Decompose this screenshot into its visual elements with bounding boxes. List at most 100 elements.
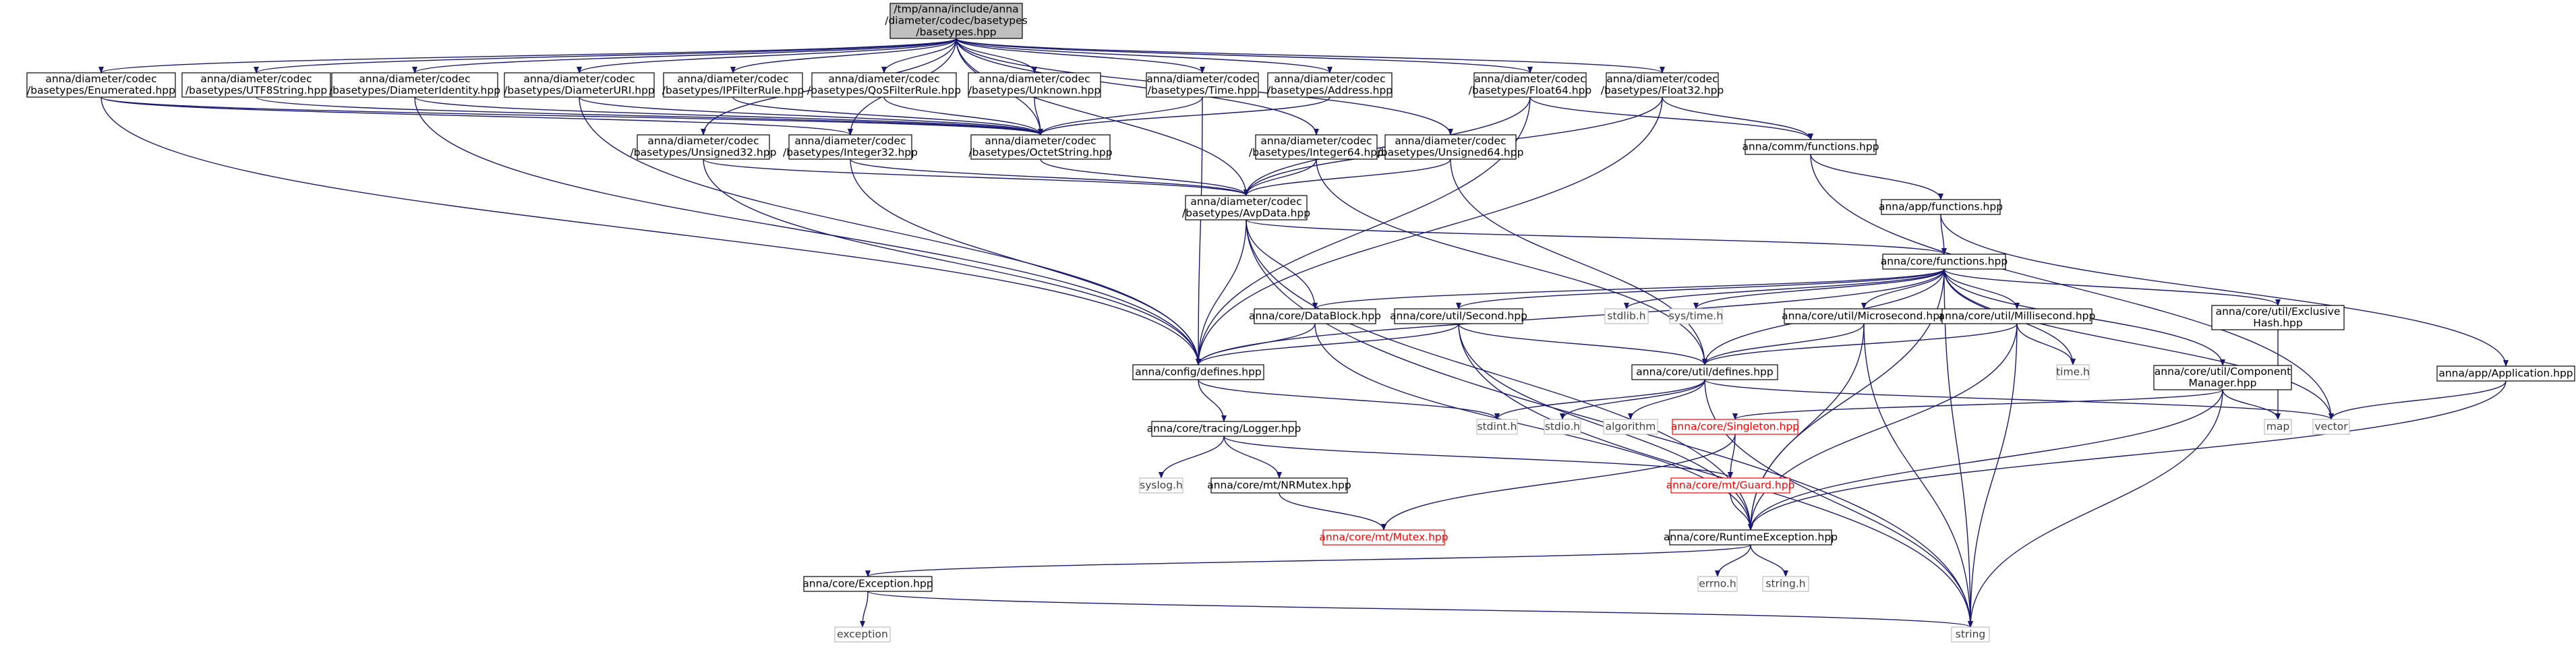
node-errno[interactable]: errno.h [1697,576,1738,592]
node-time[interactable]: anna/diameter/codec/basetypes/Time.hpp [1146,72,1259,98]
node-string[interactable]: string [1951,626,1990,643]
node-syslog[interactable]: syslog.h [1139,477,1183,494]
node-integer32[interactable]: anna/diameter/codec/basetypes/Integer32.… [783,134,918,160]
node-box [788,134,912,160]
node-nrmutex[interactable]: anna/core/mt/NRMutex.hpp [1207,477,1351,494]
node-box [1881,199,2001,215]
node-stdint[interactable]: stdint.h [1476,419,1518,435]
node-vector[interactable]: vector [2312,419,2350,435]
edge-basetypes-to-diameteridentity [412,38,957,73]
edge-avpdata-to-runtimeexception [1246,219,1753,531]
node-box [663,72,803,98]
node-label: anna/diameter/codec [359,73,470,85]
edge-core_functions-to-string [1943,268,1973,628]
node-stdio[interactable]: stdio.h [1544,419,1581,435]
node-label: anna/core/util/Component [2155,365,2291,378]
node-util_defines[interactable]: anna/core/util/defines.hpp [1631,364,1778,380]
node-timeh[interactable]: time.h [2056,364,2090,380]
node-box [1697,576,1738,592]
node-label: anna/comm/functions.hpp [1742,141,1879,153]
node-singleton[interactable]: anna/core/Singleton.hpp [1671,419,1799,435]
node-box [1670,477,1790,494]
edge-runtimeexception-to-errno [1715,544,1751,577]
node-box [1745,139,1877,155]
node-datablock[interactable]: anna/core/DataBlock.hpp [1249,308,1381,324]
edge-core_functions-to-stdlib [1624,268,1945,310]
node-label: anna/app/functions.hpp [1879,201,2003,213]
node-box [26,72,176,98]
node-label: map [2266,421,2289,433]
node-label: anna/core/mt/Guard.hpp [1666,479,1795,492]
edge-util_defines-to-stdint [1494,379,1705,420]
node-avpdata[interactable]: anna/diameter/codec/basetypes/AvpData.hp… [1182,195,1310,220]
node-exception[interactable]: exception [834,626,891,643]
node-label: anna/diameter/codec [828,73,939,85]
edge-core_functions-to-datablock [1312,268,1945,310]
node-runtimeexception[interactable]: anna/core/RuntimeException.hpp [1664,529,1838,546]
node-box [889,3,1023,39]
edge-second-to-config_defines [1196,323,1459,365]
node-unknown[interactable]: anna/diameter/codec/basetypes/Unknown.hp… [968,72,1101,98]
node-map[interactable]: map [2264,419,2292,435]
edge-singleton-to-guard [1728,434,1736,479]
node-guard[interactable]: anna/core/mt/Guard.hpp [1666,477,1795,494]
edge-config_defines-to-logger [1198,379,1227,422]
node-box [1606,72,1719,98]
edge-application-to-runtimeexception [1748,380,2507,531]
node-diameteridentity[interactable]: anna/diameter/codec/basetypes/DiameterId… [329,72,500,98]
edge-application-to-vector [2329,380,2507,420]
node-app_functions[interactable]: anna/app/functions.hpp [1879,199,2003,215]
node-label: anna/diameter/codec [1146,73,1258,85]
edge-time-to-config_defines [1196,96,1203,365]
node-address[interactable]: anna/diameter/codec/basetypes/Address.hp… [1267,72,1393,98]
edge-componentmanager-to-singleton [1732,389,2223,420]
node-utf8string[interactable]: anna/diameter/codec/basetypes/UTF8String… [181,72,331,98]
node-box [1604,308,1649,324]
node-comm_functions[interactable]: anna/comm/functions.hpp [1742,139,1879,155]
edge-basetypes-to-diameteruri [577,38,957,73]
node-label: /basetypes/Unsigned64.hpp [1378,146,1524,158]
node-label: /basetypes/Float32.hpp [1601,84,1724,96]
node-mutex[interactable]: anna/core/mt/Mutex.hpp [1319,529,1448,546]
node-exception_hpp[interactable]: anna/core/Exception.hpp [802,576,933,592]
node-label: /basetypes/Enumerated.hpp [27,84,175,96]
node-label: anna/diameter/codec [1274,73,1385,85]
node-stringh[interactable]: string.h [1762,576,1809,592]
node-microsecond[interactable]: anna/core/util/Microsecond.hpp [1782,308,1946,324]
node-second[interactable]: anna/core/util/Second.hpp [1390,308,1527,324]
node-stdlib[interactable]: stdlib.h [1604,308,1649,324]
node-ipfilterrule[interactable]: anna/diameter/codec/basetypes/IPFilterRu… [662,72,804,98]
node-box [504,72,655,98]
node-label: Manager.hpp [2189,377,2257,389]
node-float32[interactable]: anna/diameter/codec/basetypes/Float32.hp… [1601,72,1724,98]
node-algorithm[interactable]: algorithm [1603,419,1658,435]
node-core_functions[interactable]: anna/core/functions.hpp [1881,254,2008,270]
node-systime[interactable]: sys/time.h [1669,308,1723,324]
node-logger[interactable]: anna/core/tracing/Logger.hpp [1147,421,1301,437]
node-label: anna/config/defines.hpp [1135,366,1262,378]
edge-guard-to-runtimeexception [1730,492,1753,531]
node-unsigned64[interactable]: anna/diameter/codec/basetypes/Unsigned64… [1378,134,1524,160]
node-diameteruri[interactable]: anna/diameter/codec/basetypes/DiameterUR… [504,72,655,98]
node-box [1254,308,1376,324]
node-unsigned32[interactable]: anna/diameter/codec/basetypes/Unsigned32… [631,134,777,160]
edge-basetypes-to-avpdata [956,38,1249,196]
node-application[interactable]: anna/app/Application.hpp [2436,365,2575,382]
node-config_defines[interactable]: anna/config/defines.hpp [1132,364,1264,380]
edge-core_functions-to-millisecond [1943,268,2020,310]
node-enumerated[interactable]: anna/diameter/codec/basetypes/Enumerated… [26,72,176,98]
node-label: /basetypes/UTF8String.hpp [185,84,327,96]
node-integer64[interactable]: anna/diameter/codec/basetypes/Integer64.… [1249,134,1384,160]
edge-float64-to-comm_functions [1529,96,1813,140]
edge-qosfilterrule-to-octetstring [883,96,1043,136]
node-float64[interactable]: anna/diameter/codec/basetypes/Float64.hp… [1469,72,1592,98]
node-octetstring[interactable]: anna/diameter/codec/basetypes/OctetStrin… [968,134,1113,160]
edge-logger-to-guard [1223,436,1733,479]
node-millisecond[interactable]: anna/core/util/Millisecond.hpp [1939,308,2096,324]
node-box [803,576,933,592]
node-label: stdint.h [1477,421,1517,433]
node-basetypes[interactable]: /tmp/anna/include/anna/diameter/codec/ba… [885,3,1028,39]
node-qosfilterrule[interactable]: anna/diameter/codec/basetypes/QoSFilterR… [807,72,961,98]
